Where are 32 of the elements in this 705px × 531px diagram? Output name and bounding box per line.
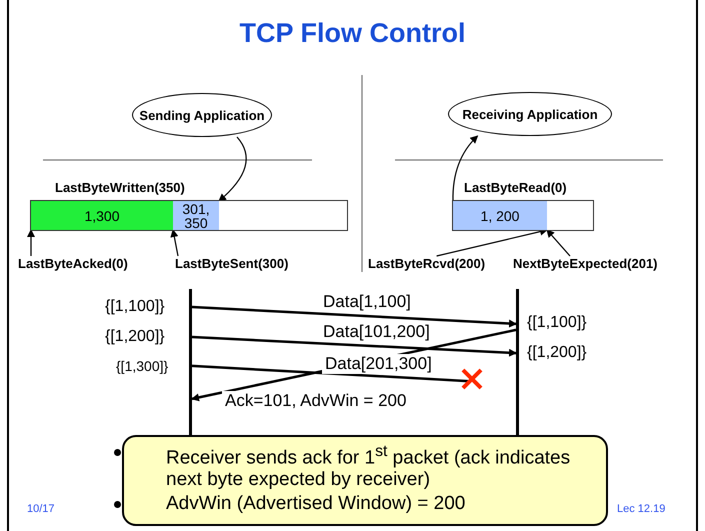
pointer-label: LastByteRcvd(200) (368, 256, 508, 274)
buffer-state-label: {[1,300]} (116, 358, 168, 374)
app-ellipse: Sending Application (132, 93, 272, 137)
app-ellipse: Receiving Application (448, 92, 612, 136)
slide-title: TCP Flow Control (238, 18, 466, 49)
arrow (218, 136, 247, 202)
page-footer: 10/17 (27, 503, 55, 515)
buffer-bar (30, 200, 348, 231)
page-footer: Lec 12.19 (617, 503, 666, 515)
pointer-label: LastByteRead(0) (464, 180, 567, 195)
pointer-label: LastByteWritten(350) (55, 180, 185, 195)
buffer-state-label: {[1,100]} (105, 298, 165, 316)
arrow (192, 336, 517, 357)
cross-mark (461, 368, 483, 390)
line (192, 364, 470, 382)
buffer-segment: 1, 200 (453, 201, 547, 230)
arrow (27, 229, 35, 256)
buffer-segment: 1,300 (31, 201, 173, 230)
buffer-state-label: {[1,100]} (527, 314, 587, 332)
pointer-label: NextByteExpected(201) (513, 256, 683, 274)
bullet-text: Receiver sends ack for 1$^{st}$ packet (ack indicates next byte expected by receiver) (138, 441, 596, 492)
pointer-label: LastByteAcked(0) (18, 256, 168, 274)
buffer-state-label: {[1,200]} (105, 328, 165, 346)
arrow (452, 135, 478, 201)
buffer-segment: 301, 350 (173, 201, 219, 230)
bullet-text: AdvWin (Advertised Window) = 200 (138, 493, 596, 516)
arrow (546, 229, 570, 256)
arrow (170, 229, 179, 256)
buffer-bar (452, 200, 594, 231)
pointer-label: LastByteSent(300) (175, 256, 325, 274)
arrow (192, 306, 517, 328)
buffer-state-label: {[1,200]} (527, 344, 587, 362)
